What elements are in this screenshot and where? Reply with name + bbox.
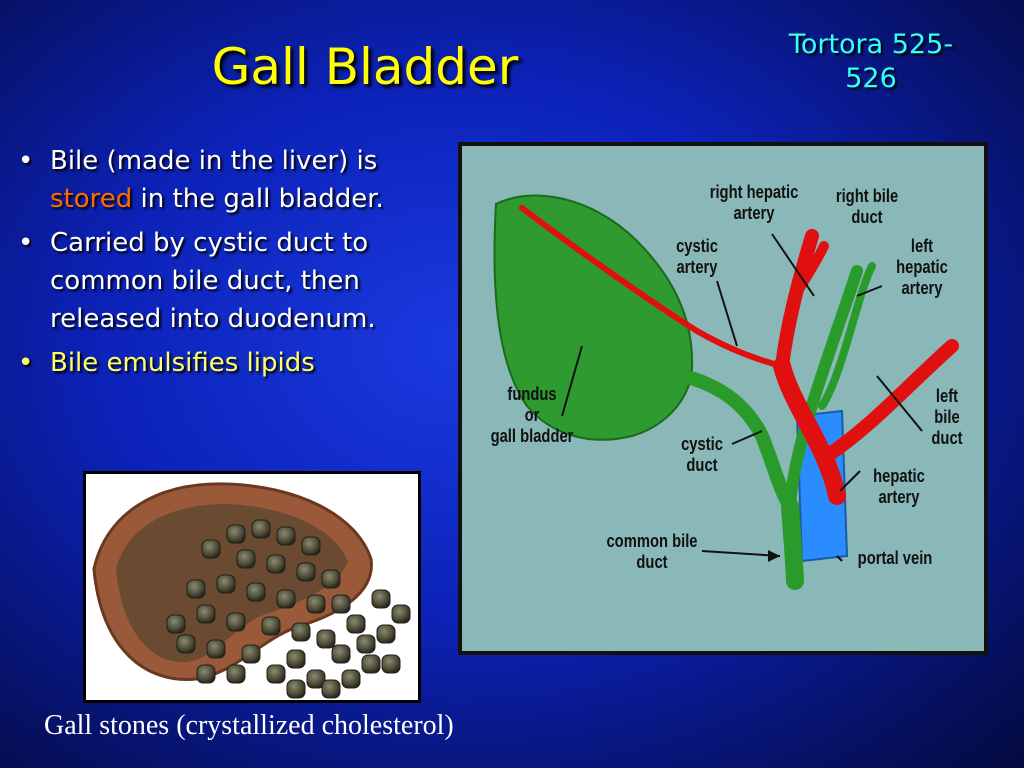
label-right-bile-duct: right bile duct — [835, 186, 899, 227]
bullet-1-pre: Bile (made in the liver) is — [50, 146, 378, 176]
slide-title: Gall Bladder — [211, 38, 519, 96]
bullet-dot: • — [18, 146, 34, 176]
gallstone — [346, 614, 366, 634]
cystic-artery-path — [519, 205, 785, 369]
gallstones-photo — [83, 471, 421, 703]
left-bile-duct-path — [818, 262, 876, 410]
gallstone — [241, 644, 261, 664]
bullet-1-post: in the gall bladder. — [132, 184, 384, 214]
gallstone — [331, 644, 351, 664]
gallstone — [201, 539, 221, 559]
gallstone — [236, 549, 256, 569]
bullet-list: • Bile (made in the liver) is stored in … — [14, 142, 454, 388]
gallstone — [246, 582, 266, 602]
arrow-head-icon — [768, 550, 780, 562]
left-hepatic-artery-path — [820, 339, 959, 463]
gallstone — [176, 634, 196, 654]
gallstone — [206, 639, 226, 659]
gallstone — [331, 594, 351, 614]
label-portal-vein: portal vein — [857, 548, 933, 568]
gallstone — [306, 669, 326, 689]
gallstone — [226, 664, 246, 684]
hepatic-artery-path — [773, 357, 846, 505]
gallstone — [296, 562, 316, 582]
gallstone — [286, 649, 306, 669]
label-left-hepatic-artery: left hepatic artery — [896, 236, 948, 298]
label-cystic-artery: cystic artery — [676, 236, 718, 277]
biliary-tree-drawing — [493, 194, 959, 590]
gallstone — [166, 614, 186, 634]
bullet-1-highlight: stored — [50, 184, 133, 214]
bullet-dot: • — [18, 228, 34, 258]
anatomy-diagram: right hepatic artery right bile duct cys… — [458, 142, 988, 655]
gallstone — [391, 604, 411, 624]
bullet-item-2: • Carried by cystic duct to common bile … — [14, 224, 454, 338]
bullet-item-1: • Bile (made in the liver) is stored in … — [14, 142, 454, 218]
gallstone — [361, 654, 381, 674]
label-right-hepatic-artery: right hepatic artery — [709, 182, 799, 223]
gallstone — [276, 526, 296, 546]
gallstone — [356, 634, 376, 654]
gallstone — [321, 569, 341, 589]
label-hepatic-artery: hepatic artery — [873, 466, 925, 507]
common-bile-duct-path — [781, 497, 804, 590]
leader-lines — [561, 233, 923, 562]
gallstone — [226, 524, 246, 544]
label-cystic-duct: cystic duct — [681, 434, 723, 475]
gallstone — [286, 679, 306, 699]
gallstone — [226, 612, 246, 632]
gallstone — [381, 654, 401, 674]
cystic-duct-path — [677, 369, 797, 513]
bullet-2-text: Carried by cystic duct to common bile du… — [50, 228, 376, 334]
gallstone — [291, 622, 311, 642]
bullet-item-3: • Bile emulsifies lipids — [14, 344, 454, 382]
gallstone — [196, 664, 216, 684]
gallstone — [266, 664, 286, 684]
stone-cluster — [166, 519, 411, 699]
gallstone — [216, 574, 236, 594]
gallstone — [301, 536, 321, 556]
reference-line-1: Tortora 525- — [788, 29, 954, 60]
gallstone — [306, 594, 326, 614]
gallstones-illustration — [92, 482, 411, 699]
right-hepatic-artery-path — [775, 229, 819, 373]
gallstone — [261, 616, 281, 636]
gallstone — [196, 604, 216, 624]
right-bile-duct-path — [784, 265, 863, 512]
gallstone — [321, 679, 341, 699]
gallstone — [251, 519, 271, 539]
reference-text: Tortora 525- 526 — [756, 28, 986, 96]
gall-bladder-shape — [493, 194, 694, 441]
gallstone — [186, 579, 206, 599]
reference-line-2: 526 — [845, 63, 897, 94]
label-fundus: fundus or gall bladder — [490, 384, 574, 446]
photo-caption: Gall stones (crystallized cholesterol) — [44, 710, 454, 741]
label-left-bile-duct: left bile duct — [931, 386, 963, 448]
bullet-dot: • — [18, 348, 34, 378]
gallstone — [341, 669, 361, 689]
gallstone — [276, 589, 296, 609]
gallstone — [376, 624, 396, 644]
bullet-3-text: Bile emulsifies lipids — [50, 348, 315, 378]
gallstone — [371, 589, 391, 609]
right-hepatic-branch-path — [790, 241, 829, 301]
gallstone — [266, 554, 286, 574]
gallstone — [316, 629, 336, 649]
label-common-bile-duct: common bile duct — [606, 531, 698, 572]
